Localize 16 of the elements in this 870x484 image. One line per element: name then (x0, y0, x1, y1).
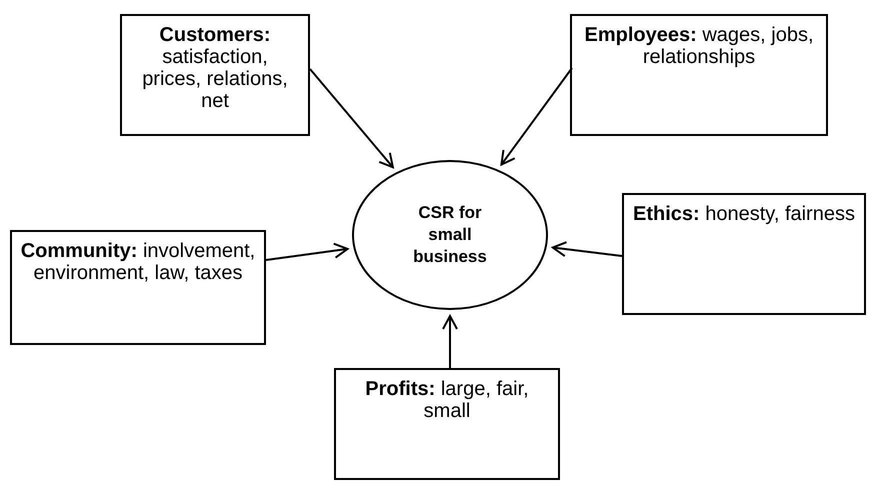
stakeholder-text: Community: involvement, environment, law, taxes (20, 240, 256, 284)
stakeholder-box (334, 368, 560, 480)
stakeholder-box (10, 230, 266, 345)
stakeholder-text: Ethics: honesty, fairness (633, 203, 855, 225)
stakeholder-text: Employees: wages, jobs, relationships (584, 24, 814, 68)
stakeholder-box (622, 193, 866, 315)
arrow (552, 241, 622, 258)
stakeholder-box (120, 14, 310, 136)
arrow (309, 68, 394, 168)
arrow (266, 242, 349, 261)
center-label: CSR for small business (412, 202, 488, 268)
stakeholder-box (570, 14, 828, 136)
arrow (442, 315, 458, 368)
stakeholder-text: Profits: large, fair, small (364, 378, 530, 422)
stakeholder-text: Customers: satisfaction, prices, relations, net (141, 24, 289, 112)
arrow (500, 67, 573, 166)
